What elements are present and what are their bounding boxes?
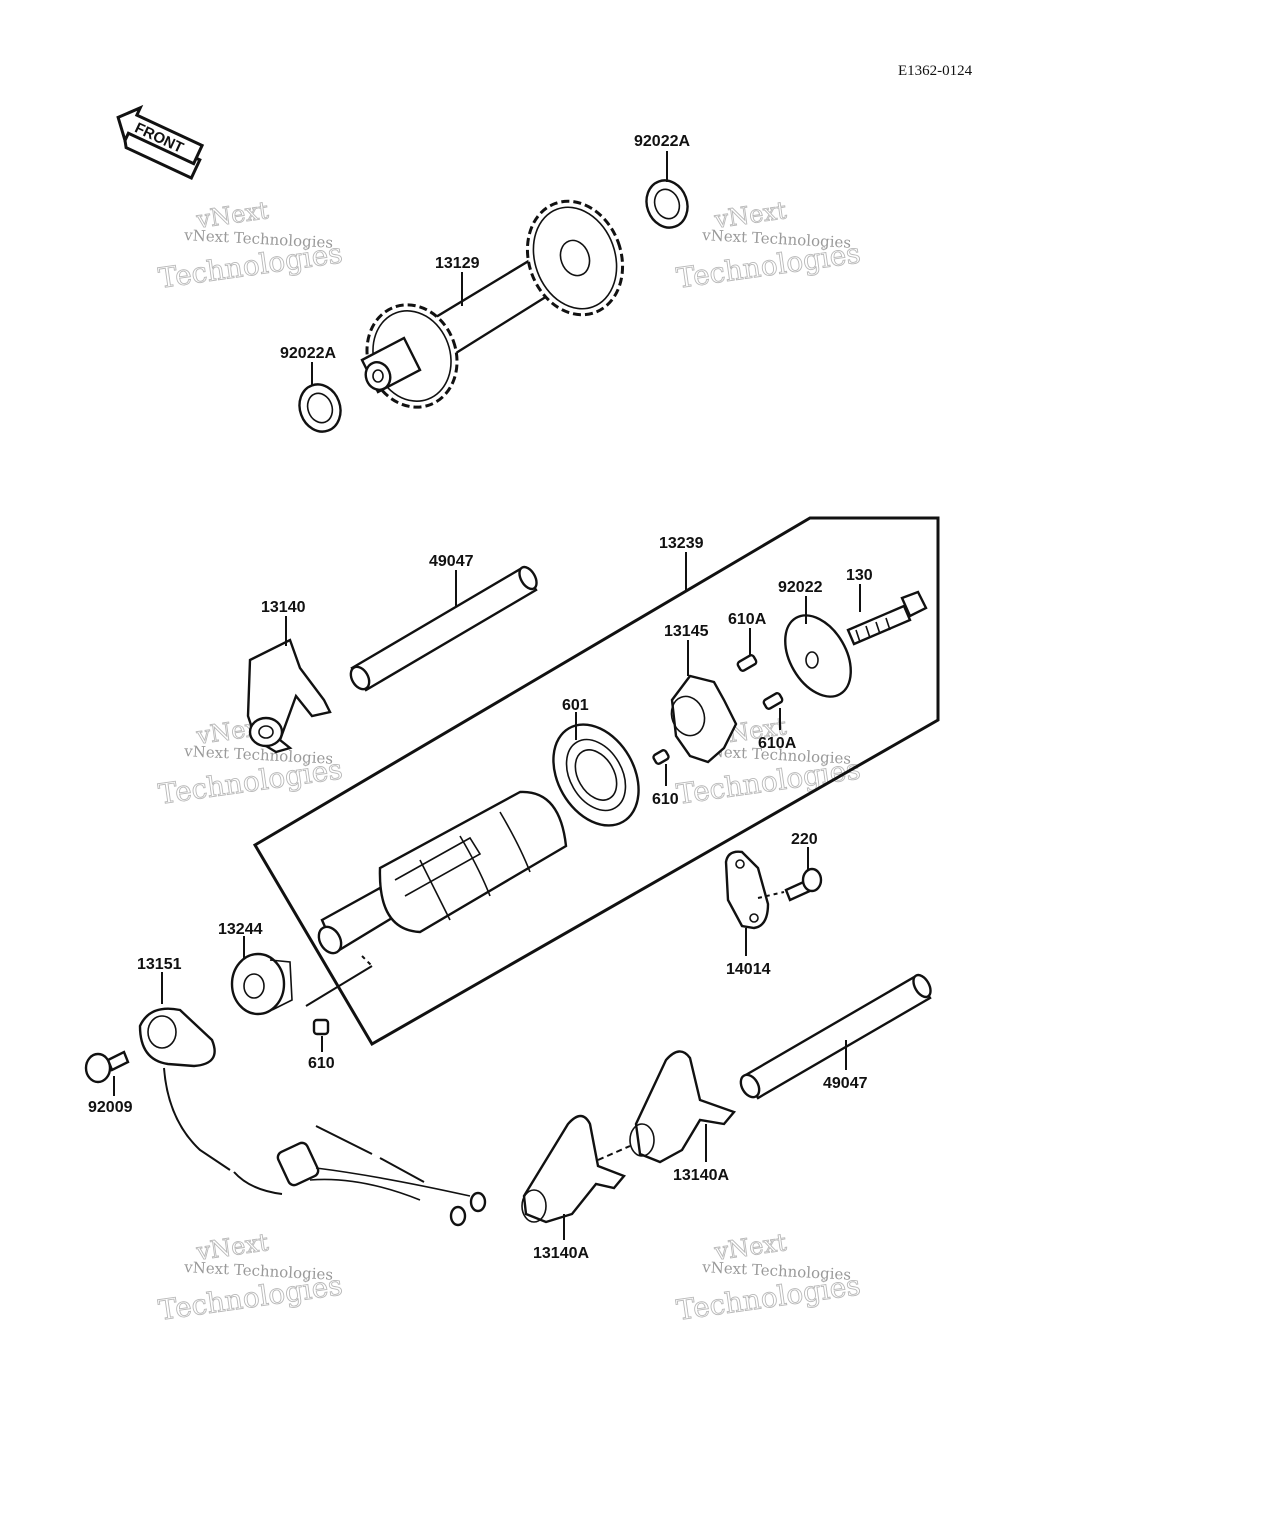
label-610A-top: 610A: [728, 611, 767, 628]
neutral-switch-13151: [138, 1007, 487, 1227]
watermark-top-left: vNext vNext Technologies Technologies: [156, 196, 345, 296]
label-13140A-left: 13140A: [533, 1245, 589, 1262]
drawing-code: E1362-0124: [898, 63, 973, 79]
drum-cam-13145: [670, 674, 738, 764]
watermark-bottom-right: vNext vNext Technologies Technologies: [674, 1228, 863, 1328]
label-610A-mid: 610A: [758, 735, 797, 752]
label-601: 601: [562, 697, 589, 714]
washer-92022A-top: [645, 179, 689, 229]
bolt-130: [846, 590, 928, 646]
watermark-top-right: vNext vNext Technologies Technologies: [674, 196, 863, 296]
pin-610-mid: [652, 749, 670, 765]
part-labels: 92022A 13129 92022A 49047 13239 13140 13…: [88, 133, 873, 1262]
pin-610-low: [312, 1018, 330, 1036]
shift-fork-13140A-left: [521, 1114, 626, 1224]
label-130: 130: [846, 567, 873, 584]
label-13145: 13145: [664, 623, 709, 640]
washer-92022: [784, 614, 852, 698]
shift-rod-49047-low: [739, 973, 932, 1100]
pin-610A-top: [736, 654, 758, 672]
label-13129: 13129: [435, 255, 480, 272]
bearing-601: [552, 723, 640, 827]
label-13239: 13239: [659, 535, 704, 552]
positioning-plate-14014: [724, 850, 770, 930]
shift-fork-13140: [246, 638, 332, 754]
label-92022A-top: 92022A: [634, 133, 690, 150]
front-arrow-icon: FRONT: [116, 104, 205, 181]
neutral-switch-cam-13244: [230, 952, 293, 1016]
label-49047-top: 49047: [429, 553, 474, 570]
label-13151: 13151: [137, 956, 182, 973]
label-610-mid: 610: [652, 791, 679, 808]
leader-lines: [113, 151, 861, 1240]
label-13140A-right: 13140A: [673, 1167, 729, 1184]
label-220: 220: [791, 831, 818, 848]
washer-92022A-left: [298, 383, 342, 433]
idler-shaft-13129: [360, 199, 625, 409]
shift-rod-49047-top: [349, 565, 538, 692]
label-14014: 14014: [726, 961, 771, 978]
label-13244: 13244: [218, 921, 263, 938]
screw-220: [784, 867, 823, 902]
label-92022: 92022: [778, 579, 823, 596]
shift-drum: [317, 790, 568, 955]
shift-fork-13140A-right: [629, 1050, 737, 1164]
label-92009: 92009: [88, 1099, 133, 1116]
watermark-bottom-left: vNext vNext Technologies Technologies: [156, 1228, 345, 1328]
assembly-outline-13239: [252, 516, 940, 1047]
label-49047-low: 49047: [823, 1075, 868, 1092]
pin-610A-mid: [762, 692, 784, 710]
label-92022A-left: 92022A: [280, 345, 336, 362]
label-13140: 13140: [261, 599, 306, 616]
screw-92009: [84, 1050, 130, 1084]
label-610-low: 610: [308, 1055, 335, 1072]
